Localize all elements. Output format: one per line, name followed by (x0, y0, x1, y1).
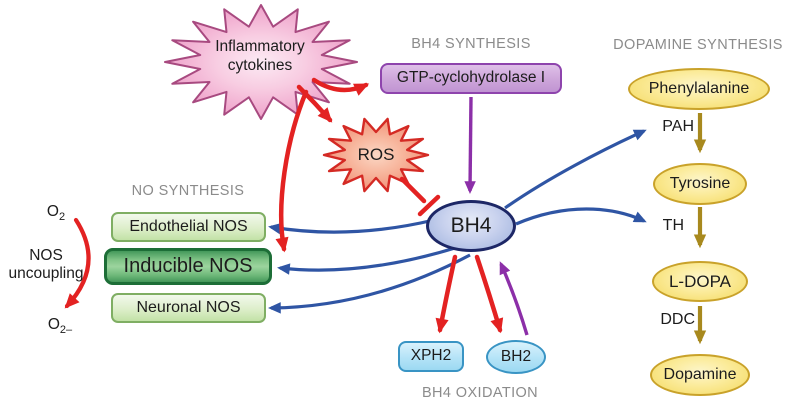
ddc-enzyme-label: DDC (660, 311, 695, 328)
arrow-bh4-to-bh2 (474, 254, 504, 334)
nos-uncoupling-line1: NOS (29, 247, 63, 264)
arrow-bh4-to-pah (504, 129, 647, 210)
o2-label: O2 (36, 203, 76, 223)
neuronal-nos-label: Neuronal NOS (136, 298, 241, 316)
th-enzyme-label: TH (662, 217, 684, 234)
superoxide-base: O (47, 316, 60, 333)
o2-subscript: 2 (58, 211, 66, 224)
inflammatory-cytokines-label-line2: cytokines (227, 56, 293, 74)
neuronal-nos-node: Neuronal NOS (111, 293, 266, 323)
phenylalanine-label: Phenylalanine (648, 79, 750, 97)
ldopa-node: L-DOPA (652, 261, 748, 302)
nos-uncoupling-label: NOS uncoupling (0, 247, 92, 283)
arrow-o2-to-superoxide (64, 217, 91, 309)
inducible-nos-label: Inducible NOS (123, 255, 253, 277)
xph2-node: XPH2 (398, 341, 464, 372)
arrow-bh4-to-enos (268, 218, 435, 235)
bh4-oxidation-label: BH4 OXIDATION (421, 385, 539, 401)
xph2-label: XPH2 (410, 347, 452, 365)
arrow-cytokines-to-inducible-nos (275, 89, 309, 253)
arrow-cytokines-to-ros (296, 84, 333, 123)
gtp-cyclohydrolase-label: GTP-cyclohydrolase I (396, 69, 546, 87)
inhibitor-ros-to-bh4-bar (417, 194, 441, 217)
arrow-bh4-to-xph2 (435, 254, 458, 334)
tyrosine-node: Tyrosine (653, 163, 747, 205)
tyrosine-label: Tyrosine (669, 174, 731, 192)
superoxide-label: O2– (38, 316, 82, 336)
ros-starburst (322, 117, 430, 193)
dopamine-synthesis-label: DOPAMINE SYNTHESIS (613, 37, 783, 53)
bh4-synthesis-label: BH4 SYNTHESIS (411, 36, 531, 52)
bh2-label: BH2 (500, 347, 532, 365)
inflammatory-cytokines-node: Inflammatory cytokines (190, 38, 330, 76)
inducible-nos-node: Inducible NOS (104, 248, 272, 285)
arrow-bh4-to-th (515, 207, 647, 226)
superoxide-subscript: 2– (59, 324, 73, 337)
bh2-node: BH2 (486, 340, 546, 374)
inflammatory-cytokines-starburst (164, 4, 358, 120)
endothelial-nos-node: Endothelial NOS (111, 212, 266, 242)
phenylalanine-node: Phenylalanine (628, 68, 770, 110)
ros-label: ROS (357, 145, 395, 164)
inflammatory-cytokines-label-line1: Inflammatory (215, 38, 305, 55)
endothelial-nos-label: Endothelial NOS (129, 217, 248, 235)
ldopa-label: L-DOPA (668, 271, 732, 291)
gtp-cyclohydrolase-node: GTP-cyclohydrolase I (380, 63, 562, 94)
arrow-bh4-to-nnos (268, 253, 471, 314)
dopamine-node: Dopamine (650, 354, 750, 396)
arrow-cytokines-to-gtp (311, 77, 370, 96)
arrow-bh2-to-bh4 (499, 261, 529, 336)
bh4-label: BH4 (450, 213, 492, 237)
nos-uncoupling-line2: uncoupling (8, 265, 84, 282)
dopamine-label: Dopamine (663, 365, 737, 383)
pah-enzyme-label: PAH (662, 118, 694, 135)
no-synthesis-label: NO SYNTHESIS (131, 183, 245, 199)
o2-base: O (46, 203, 59, 220)
bh4-node: BH4 (426, 200, 516, 252)
arrow-bh4-to-inos (277, 246, 456, 275)
arrow-gtp-to-bh4 (464, 96, 476, 194)
inhibitor-ros-to-bh4-shaft (399, 176, 427, 204)
